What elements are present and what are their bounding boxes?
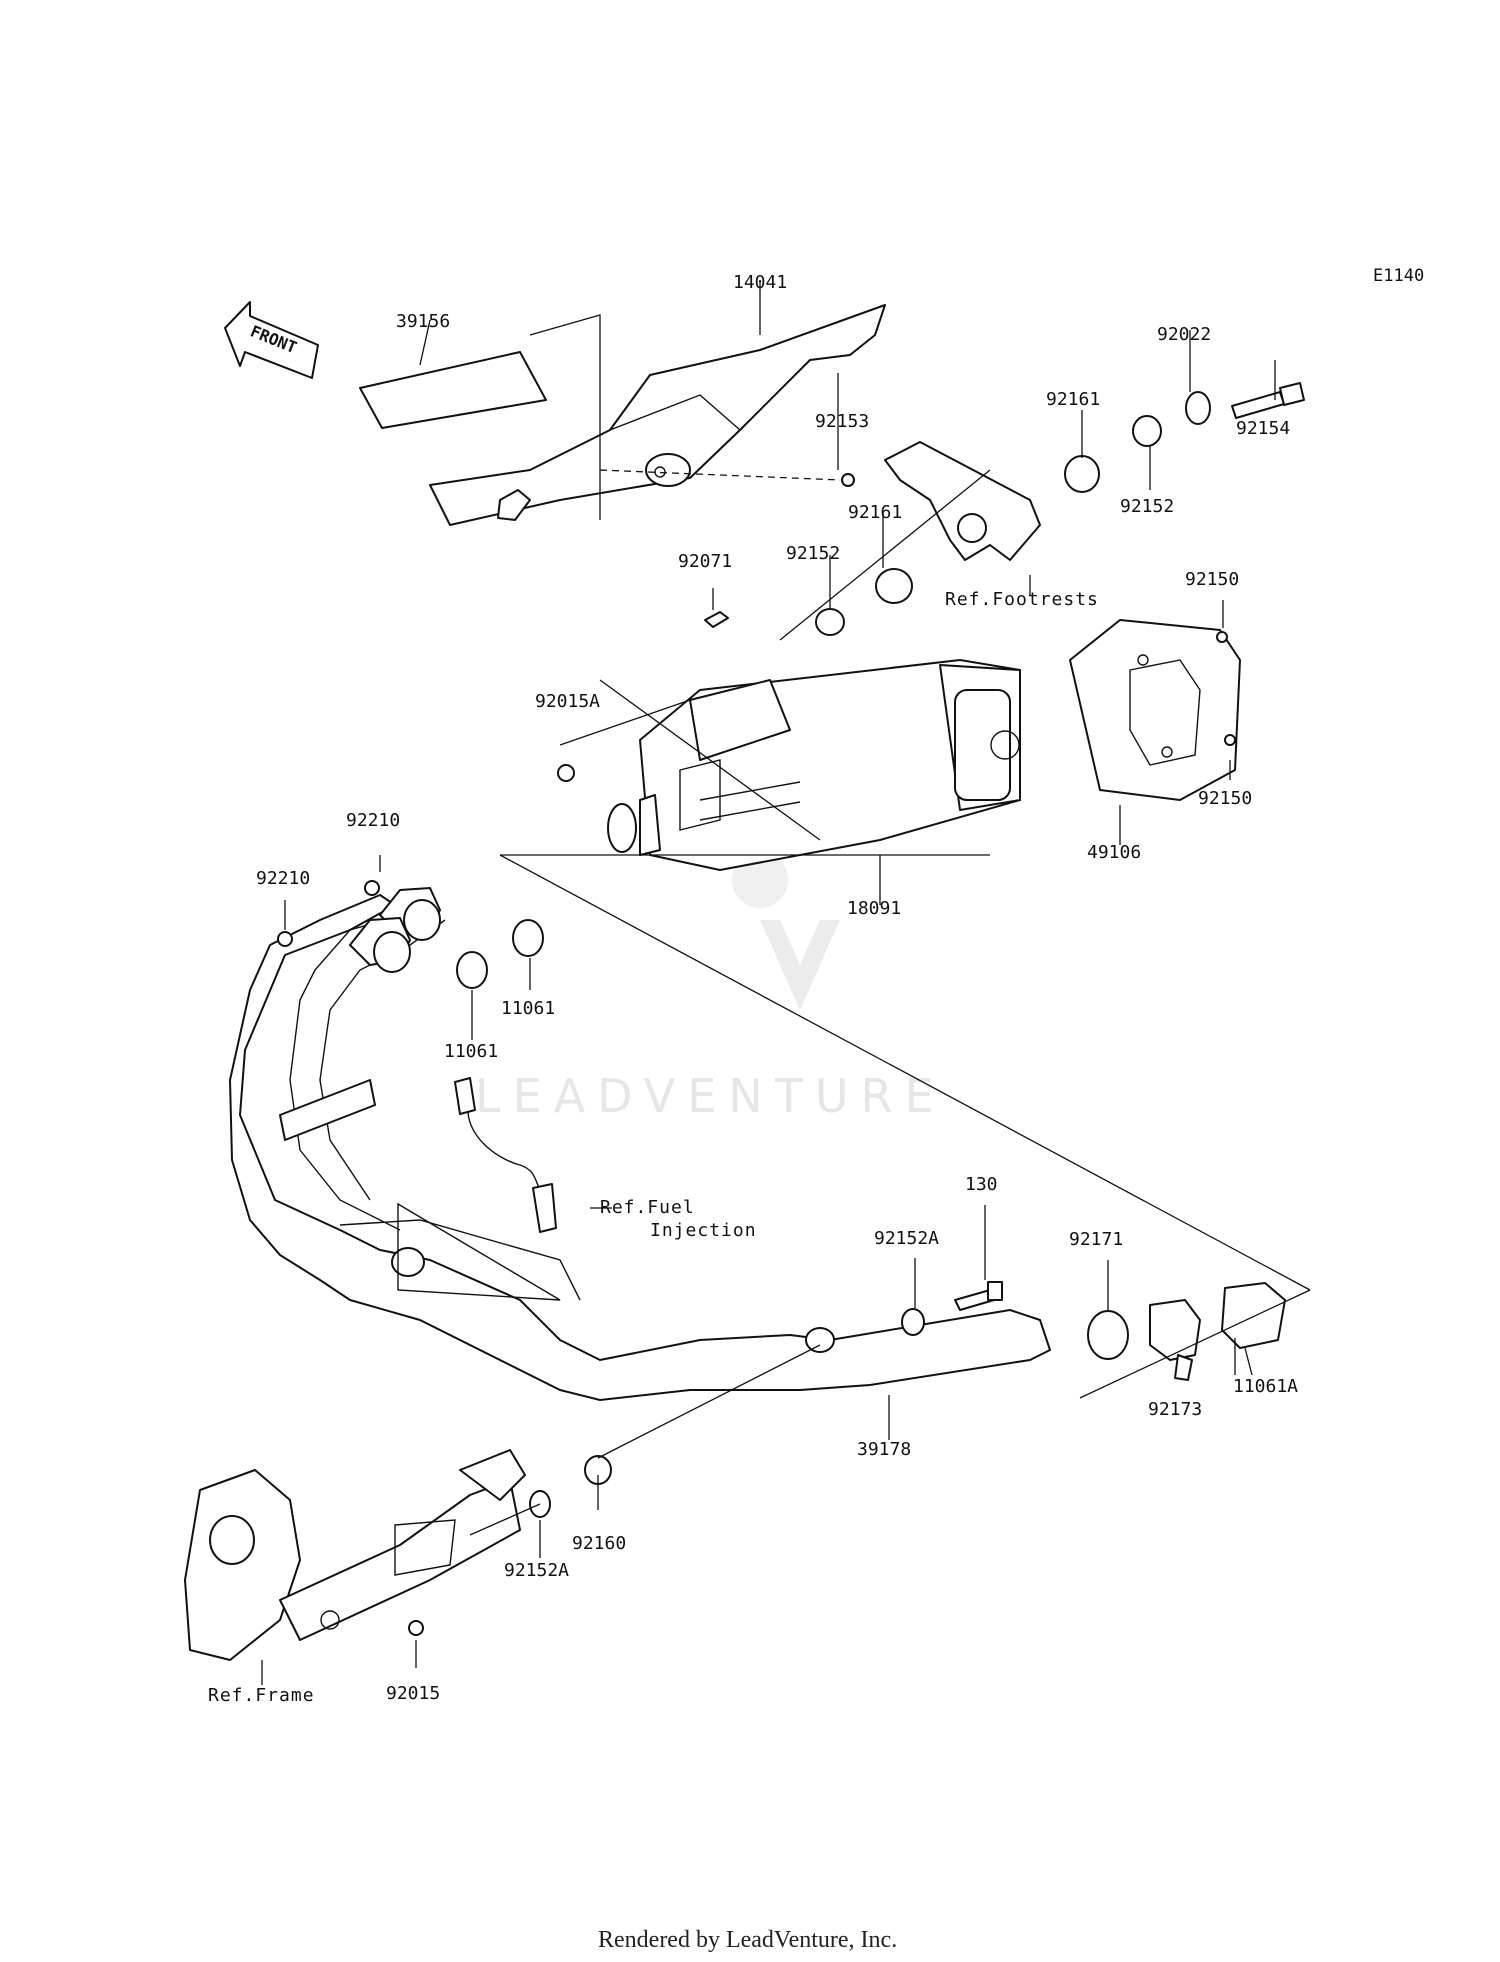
callout-92210-upper: 92210 xyxy=(346,810,400,831)
collar-92152A-a xyxy=(901,1308,925,1336)
collar-92152b xyxy=(815,608,845,636)
callout-18091: 18091 xyxy=(847,898,901,919)
clamp-92173 xyxy=(1149,1299,1201,1381)
diagram-code: E1140 xyxy=(1373,266,1424,286)
front-arrow-icon: FRONT xyxy=(224,301,319,379)
damper-92161a xyxy=(1064,455,1100,493)
leader-lines xyxy=(261,280,1311,1685)
gasket-11061b xyxy=(456,951,488,989)
ref-footrests: Ref.Footrests xyxy=(945,589,1099,610)
washer-92022 xyxy=(1185,391,1211,425)
nut-92153 xyxy=(841,473,855,487)
callout-39178: 39178 xyxy=(857,1439,911,1460)
ref-fuel-injection-line2: Injection xyxy=(650,1220,757,1241)
callout-39156: 39156 xyxy=(396,311,450,332)
callout-92015A: 92015A xyxy=(535,691,600,712)
ref-fuel-injection-line1: Ref.Fuel xyxy=(600,1197,695,1218)
nut-92210b xyxy=(277,931,293,947)
screw-92150b xyxy=(1224,734,1236,746)
watermark-text: LEADVENTURE xyxy=(475,1069,946,1123)
muffler-18091 xyxy=(607,659,1021,871)
callout-14041: 14041 xyxy=(733,272,787,293)
callout-11061-right: 11061 xyxy=(501,998,555,1019)
callout-92210-lower: 92210 xyxy=(256,868,310,889)
callout-92153: 92153 xyxy=(815,411,869,432)
callout-92152-lower: 92152 xyxy=(786,543,840,564)
ref-frame: Ref.Frame xyxy=(208,1685,315,1706)
callout-92015: 92015 xyxy=(386,1683,440,1704)
callout-92154: 92154 xyxy=(1236,418,1290,439)
pipe-mount-boss xyxy=(805,1327,835,1353)
collar-92152a xyxy=(1132,415,1162,447)
nut-92015 xyxy=(408,1620,424,1636)
flange-lower xyxy=(349,917,411,973)
callout-92022: 92022 xyxy=(1157,324,1211,345)
callout-130: 130 xyxy=(965,1174,998,1195)
footrest-bracket xyxy=(884,441,1041,561)
callout-92071: 92071 xyxy=(678,551,732,572)
nut-92015A xyxy=(557,764,575,782)
callout-92173: 92173 xyxy=(1148,1399,1202,1420)
spring-92071 xyxy=(704,611,729,628)
frame-bracket xyxy=(184,1449,526,1661)
callout-92161-lower: 92161 xyxy=(848,502,902,523)
callout-11061A: 11061A xyxy=(1233,1376,1298,1397)
decal-39156 xyxy=(359,351,547,429)
callout-92152-upper: 92152 xyxy=(1120,496,1174,517)
callout-92161-upper: 92161 xyxy=(1046,389,1100,410)
callout-49106: 49106 xyxy=(1087,842,1141,863)
callout-92150-upper: 92150 xyxy=(1185,569,1239,590)
gasket-11061a xyxy=(512,919,544,957)
damper-92161b xyxy=(875,568,913,604)
watermark: LEADVENTURE xyxy=(475,852,946,1123)
oxygen-sensor xyxy=(454,1077,557,1233)
callout-11061-left: 11061 xyxy=(444,1041,498,1062)
callout-92150-lower: 92150 xyxy=(1198,788,1252,809)
screw-92150a xyxy=(1216,631,1228,643)
callout-92171: 92171 xyxy=(1069,1229,1123,1250)
callout-92152A-lower: 92152A xyxy=(504,1560,569,1581)
callout-92152A-upper: 92152A xyxy=(874,1228,939,1249)
bolt-92154 xyxy=(1231,382,1305,419)
bolt-130-head xyxy=(987,1281,1003,1301)
end-cap-49106 xyxy=(1069,619,1241,801)
callout-92160: 92160 xyxy=(572,1533,626,1554)
gasket-11061A xyxy=(1221,1282,1286,1349)
heat-cover-14041 xyxy=(429,304,886,526)
nut-92210a xyxy=(364,880,380,896)
sensor-boss xyxy=(391,1247,425,1277)
clamp-92171 xyxy=(1087,1310,1129,1360)
footer-credit: Rendered by LeadVenture, Inc. xyxy=(598,1927,897,1953)
exhaust-pipe-39178 xyxy=(229,894,1051,1401)
